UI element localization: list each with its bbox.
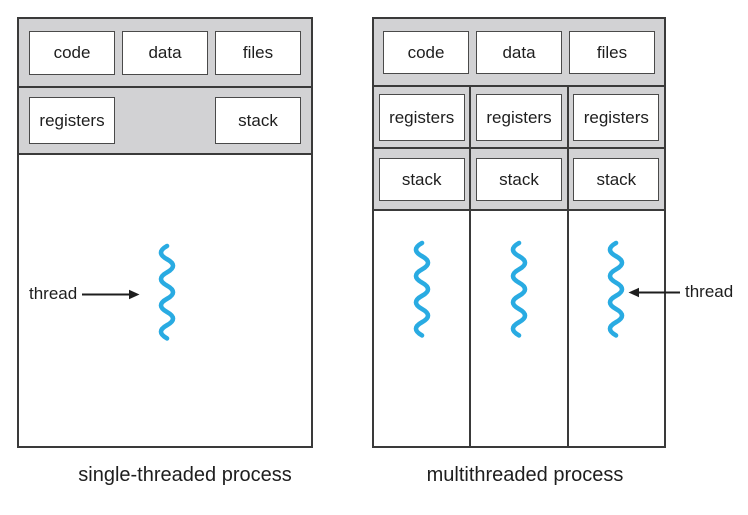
thread-squiggle-path — [158, 243, 176, 341]
shared-resources-section: code data files — [374, 19, 664, 87]
thread-squiggle-icon — [158, 243, 176, 341]
thread-label: thread — [685, 282, 734, 301]
thread-columns: registers stack registers — [374, 87, 664, 446]
stack-label: stack — [499, 169, 539, 189]
registers-cell: registers — [471, 87, 567, 149]
registers-box: registers — [475, 93, 562, 141]
single-threaded-process-box: code data files registers stack — [17, 17, 313, 448]
registers-label: registers — [389, 107, 455, 127]
multithreaded-process-box: code data files registers stack — [372, 17, 666, 448]
code-label: code — [407, 42, 445, 62]
thread-squiggle-icon — [413, 240, 430, 338]
shared-resources-section: code data files — [19, 19, 311, 88]
thread-area — [568, 211, 664, 446]
registers-box: registers — [573, 93, 660, 141]
stack-cell: stack — [568, 149, 664, 211]
registers-cell: registers — [374, 87, 470, 149]
thread-area — [374, 211, 470, 446]
thread-squiggle-icon — [608, 240, 625, 338]
stack-box: stack — [573, 157, 660, 201]
stack-cell: stack — [471, 149, 567, 211]
thread-squiggle-icon — [510, 240, 528, 338]
files-label: files — [596, 42, 628, 62]
registers-label: registers — [583, 107, 649, 127]
registers-label: registers — [39, 111, 105, 130]
data-label: data — [502, 42, 536, 62]
stack-label: stack — [596, 169, 637, 189]
stack-box: stack — [475, 157, 562, 201]
stack-label: stack — [401, 169, 442, 189]
thread-annotation-left: thread — [29, 284, 140, 303]
arrow-right-icon — [82, 289, 140, 299]
stack-box: stack — [378, 157, 465, 201]
registers-label: registers — [486, 107, 552, 127]
thread-column-3: registers stack — [566, 87, 664, 446]
stack-cell: stack — [374, 149, 470, 211]
thread-area — [471, 211, 567, 446]
thread-annotation-right: thread — [628, 282, 734, 301]
caption-single-threaded: single-threaded process — [78, 464, 292, 486]
data-box: data — [122, 30, 208, 75]
thread-column-1: registers stack — [374, 87, 470, 446]
files-label: files — [242, 43, 274, 62]
stack-label: stack — [238, 111, 278, 130]
arrow-left-icon — [628, 287, 680, 297]
code-label: code — [53, 43, 91, 62]
data-label: data — [148, 43, 182, 62]
files-box: files — [569, 30, 655, 74]
stack-box: stack — [215, 97, 301, 144]
registers-stack-section: registers stack — [19, 88, 311, 155]
registers-box: registers — [29, 97, 115, 144]
files-box: files — [215, 30, 301, 75]
thread-label: thread — [29, 284, 78, 303]
registers-box: registers — [378, 93, 465, 141]
thread-column-2: registers stack — [469, 87, 567, 446]
code-box: code — [29, 30, 115, 75]
data-box: data — [476, 30, 562, 74]
code-box: code — [383, 30, 469, 74]
caption-multithreaded: multithreaded process — [426, 464, 624, 486]
registers-cell: registers — [568, 87, 664, 149]
